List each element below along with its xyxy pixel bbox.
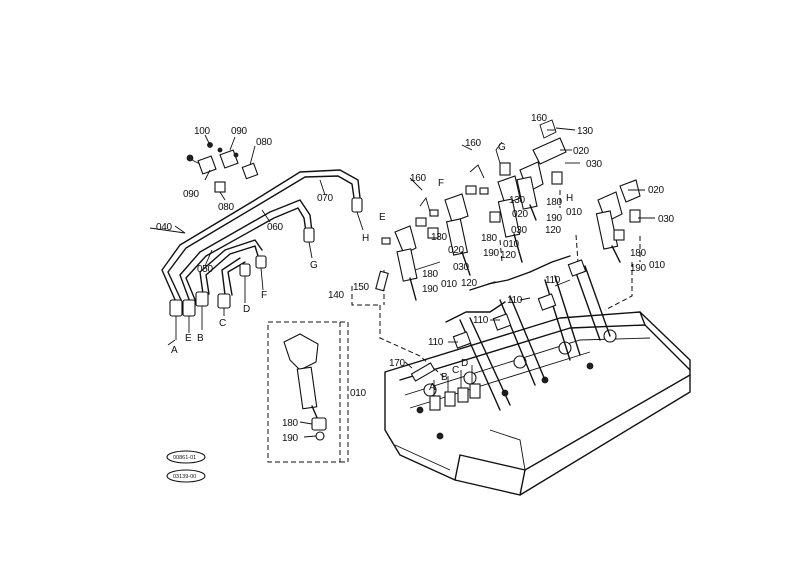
label-120: 120	[461, 278, 478, 289]
delivery-valves	[429, 365, 481, 411]
injector-letter-e: E	[379, 212, 386, 223]
injector-cyl-2	[427, 164, 485, 276]
label-110: 110	[473, 315, 489, 326]
callout-leaders	[167, 129, 655, 346]
label-190: 190	[483, 248, 500, 259]
label-020: 020	[573, 146, 590, 157]
label-080: 080	[218, 202, 235, 213]
leak-off-pipes	[414, 255, 571, 323]
pipe-letter-e: E	[185, 333, 192, 344]
label-030: 030	[511, 225, 528, 236]
cylinder-head	[384, 311, 691, 496]
label-140: 140	[328, 290, 345, 301]
small-parts	[375, 270, 436, 382]
label-060: 060	[267, 222, 284, 233]
label-150: 150	[353, 282, 370, 293]
label-120: 120	[500, 250, 517, 261]
pipe-letter-f: F	[261, 290, 267, 301]
label-180: 180	[630, 248, 647, 259]
label-180: 180	[282, 418, 299, 429]
label-050: 050	[197, 264, 214, 275]
label-010: 010	[503, 239, 520, 250]
pipe-clamps	[174, 134, 326, 267]
label-190: 190	[630, 263, 647, 274]
label-100: 100	[194, 126, 211, 137]
injector-cyl-3	[479, 141, 523, 263]
label-120: 120	[545, 225, 562, 236]
valve-letter-d: D	[461, 358, 468, 369]
pipe-letter-b: B	[197, 333, 204, 344]
pipe-letter-h: H	[362, 233, 369, 244]
label-130: 130	[577, 126, 594, 137]
valve-letter-b: B	[441, 372, 448, 383]
label-180: 180	[422, 269, 439, 280]
label-020: 020	[512, 209, 529, 220]
label-030: 030	[453, 262, 470, 273]
label-030: 030	[586, 159, 603, 170]
badge-bottom: 03139-00	[173, 474, 196, 480]
injector-letter-h: H	[566, 193, 573, 204]
label-110: 110	[545, 275, 561, 286]
label-090: 090	[231, 126, 248, 137]
injector-cyl-4	[516, 119, 576, 221]
label-110: 110	[507, 295, 523, 306]
badge-top: 00861-01	[173, 455, 196, 461]
label-130: 130	[509, 195, 526, 206]
label-160: 160	[531, 113, 548, 124]
label-190: 190	[282, 433, 299, 444]
pipe-letter-d: D	[243, 304, 250, 315]
label-190: 190	[422, 284, 439, 295]
valve-letter-a: A	[429, 382, 436, 393]
label-090: 090	[183, 189, 200, 200]
label-160: 160	[410, 173, 427, 184]
reference-badges: 00861-01 03139-00	[166, 450, 206, 483]
label-080: 080	[256, 137, 273, 148]
valve-letter-c: C	[452, 365, 459, 376]
injector-sleeves	[452, 259, 611, 411]
injector-cyl-5	[595, 179, 641, 263]
label-020: 020	[448, 245, 465, 256]
label-010: 010	[649, 260, 666, 271]
label-110: 110	[428, 337, 444, 348]
label-070: 070	[317, 193, 334, 204]
label-020: 020	[648, 185, 665, 196]
label-010: 010	[441, 279, 458, 290]
label-160: 160	[465, 138, 482, 149]
label-170: 170	[389, 358, 406, 369]
label-180: 180	[481, 233, 498, 244]
injector-cyl-1	[381, 197, 431, 301]
injector-letter-f: F	[438, 178, 444, 189]
pipe-letter-c: C	[219, 318, 226, 329]
detail-box-010	[267, 321, 349, 463]
label-030: 030	[658, 214, 675, 225]
label-130: 130	[431, 232, 448, 243]
injector-letter-g: G	[498, 142, 506, 153]
label-180: 180	[546, 197, 563, 208]
label-190: 190	[546, 213, 563, 224]
label-040: 040	[156, 222, 173, 233]
label-010: 010	[566, 207, 583, 218]
injection-pipes	[149, 169, 364, 340]
pipe-letter-a: A	[171, 345, 178, 356]
pipe-letter-g: G	[310, 260, 318, 271]
label-010: 010	[350, 388, 367, 399]
